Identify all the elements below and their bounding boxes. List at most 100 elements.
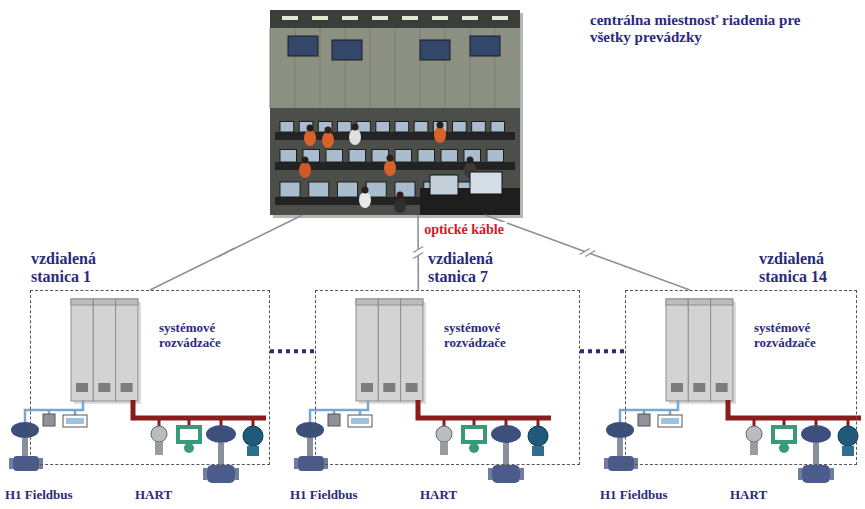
valve-flange [324,458,328,469]
monitor [487,150,504,163]
cabinet-vent [406,383,418,392]
field-devices [9,400,266,483]
transmitter-body [750,442,758,455]
cabinet-door [401,299,423,401]
monitor [372,150,389,163]
valve-flange [294,458,298,469]
cabinet-door [116,299,138,401]
fiber-cable [417,215,419,290]
bus-label: HART [135,488,172,502]
display-screen [661,418,679,424]
cabinet-label: systémové rozvádzače [159,321,251,350]
cabinet-rim [401,299,423,305]
operator-head [387,155,394,162]
wall-screen [470,36,500,56]
valve-stem [617,438,623,456]
valve-body [608,456,634,471]
cabinet-vent [121,383,133,392]
cabinet-vent [361,383,373,392]
cabinet-rim [116,299,138,305]
wall-panel [270,28,271,108]
valve-actuator [801,425,831,443]
valve-body [802,465,830,483]
monitor [472,122,486,133]
monitor [453,122,467,133]
cabinet-symbol [356,299,426,404]
flowmeter-symbol [184,443,194,453]
valve-body [492,465,520,483]
cabinet-rim [688,299,710,305]
system-cabinet: systémové rozvádzače [71,299,255,401]
valve-actuator [11,422,39,438]
operator-head [307,125,314,132]
cabinet-rim [71,299,93,305]
positioner-symbol [838,426,858,446]
operator [322,132,334,148]
break-slash [413,252,423,258]
station-heading: vzdialená stanica 1 [31,250,126,286]
fiber-cable [485,215,690,290]
ceiling-light [402,16,418,20]
station-link [580,349,625,353]
wall-panel [395,28,396,108]
monitor [376,122,390,133]
wall-panel [370,28,371,108]
positioner-body [532,446,544,456]
monitor [280,122,294,133]
valve-flange [488,468,492,480]
ceiling [270,10,520,28]
monitor [299,122,313,133]
cabinet-vent [671,383,683,392]
system-cabinet: systémové rozvádzače [356,299,540,401]
cabinet-symbol [666,299,736,404]
cabinet-vent [76,383,88,392]
display-symbol [63,415,87,427]
system-cabinet: systémové rozvádzače [666,299,850,401]
ceiling-light [342,16,358,20]
bus-label: H1 Fieldbus [290,488,358,502]
monitor [491,122,505,133]
positioner-symbol [528,426,548,446]
hart-wire [444,418,538,426]
break-slash [219,251,229,257]
valve-stem [307,438,313,456]
hart-wire [418,400,551,418]
cabinet-label: systémové rozvádzače [444,321,536,350]
ceiling-light [372,16,388,20]
operator [359,192,371,208]
bus-label: HART [420,488,457,502]
remote-station-box: vzdialená stanica 1systémové rozvádzače [30,290,270,465]
monitor [430,175,458,195]
break-gap [585,251,591,253]
display-symbol [658,415,682,427]
positioner-symbol [243,426,263,446]
monitor [414,122,428,133]
operator-head [325,127,332,134]
cabinet-rim [378,299,400,305]
operator [349,129,361,145]
wall-screen [332,40,362,60]
break-slash [580,248,590,254]
transmitter-symbol [746,426,762,442]
display-symbol [348,415,372,427]
valve-stem [218,443,224,465]
ceiling-light [312,16,328,20]
monitor [338,122,352,133]
break-slash [413,247,423,253]
valve-flange [520,468,524,480]
cabinet-rim [711,299,733,305]
cabinet-door [688,299,710,401]
valve-flange [39,458,43,469]
valve-flange [798,468,802,480]
valve-flange [235,468,239,480]
break-mark [580,248,596,256]
cabinet-rim [666,299,688,305]
control-room-photo: centrálna miestnosť riadenia pre všetky … [270,10,520,215]
wall-screen [288,36,318,56]
hart-wire [159,418,253,426]
flowmeter-frame [463,427,485,442]
cabinet-door [93,299,115,401]
wall-panel [320,28,321,108]
